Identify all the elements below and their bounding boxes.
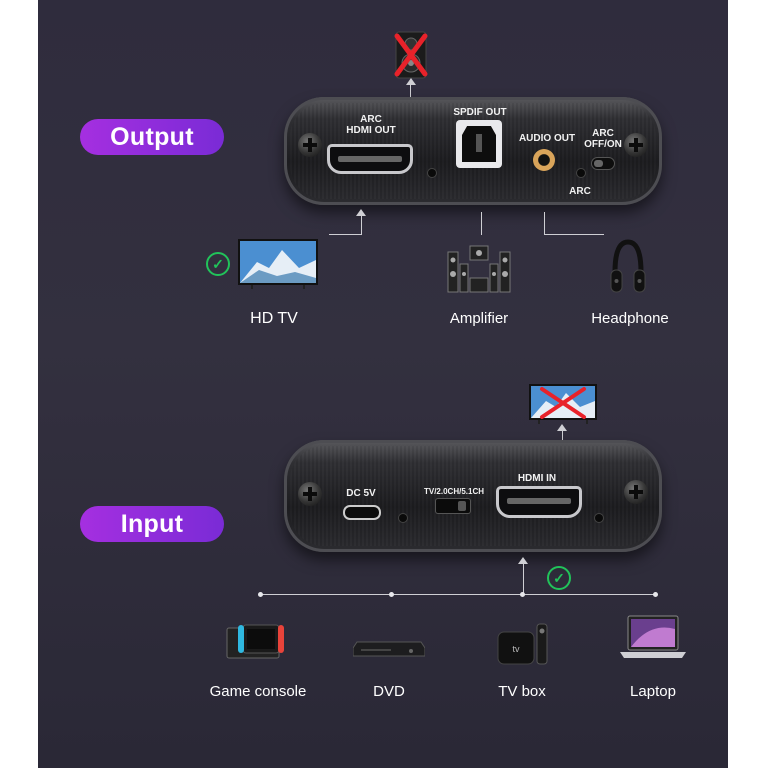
hdmi-in-label: HDMI IN xyxy=(517,473,557,484)
check-icon: ✓ xyxy=(206,252,230,276)
screw-icon xyxy=(624,480,648,504)
svg-text:tv: tv xyxy=(512,644,520,654)
arc-hdmi-out-label: ARC HDMI OUT xyxy=(346,114,396,136)
dc-5v-label: DC 5V xyxy=(346,488,376,499)
output-target-label: HD TV xyxy=(250,310,298,327)
laptop-icon xyxy=(620,614,686,660)
hd-tv-icon xyxy=(237,238,319,290)
input-device-panel: DC 5V TV/2.0CH/5.1CH HDMI IN xyxy=(284,440,662,552)
hdmi-in-port xyxy=(496,486,582,518)
mode-slide-switch[interactable] xyxy=(436,499,470,513)
headphone-icon xyxy=(610,238,646,296)
check-icon: ✓ xyxy=(547,566,571,590)
input-source-label: Game console xyxy=(209,683,307,700)
output-target-label: Amplifier xyxy=(449,310,509,327)
game-console-icon xyxy=(225,622,291,662)
arc-led xyxy=(577,169,585,177)
hdmi-out-port xyxy=(327,144,413,174)
screw-icon xyxy=(624,133,648,157)
indicator-hole xyxy=(428,169,436,177)
amplifier-icon xyxy=(446,244,512,294)
usb-c-power-port xyxy=(343,505,381,520)
spdif-optical-port xyxy=(456,120,502,168)
input-section-label: Input xyxy=(80,506,224,542)
arc-toggle-switch[interactable] xyxy=(592,158,614,169)
indicator-hole xyxy=(399,514,407,522)
input-source-label: DVD xyxy=(373,683,405,700)
output-target-label: Headphone xyxy=(591,310,669,327)
input-source-label: Laptop xyxy=(630,683,676,700)
speaker-unsupported-icon xyxy=(394,30,428,80)
output-section-label: Output xyxy=(80,119,224,155)
output-device-panel: ARC HDMI OUT SPDIF OUT AUDIO OUT ARC ARC… xyxy=(284,97,662,205)
dvd-player-icon xyxy=(352,640,426,658)
arc-led-label: ARC xyxy=(569,186,591,197)
indicator-hole xyxy=(595,514,603,522)
input-source-label: TV box xyxy=(498,683,546,700)
screw-icon xyxy=(298,133,322,157)
product-infographic: Output ARC HDMI OUT SPDIF OUT AUDIO OUT … xyxy=(38,0,728,768)
mode-switch-label: TV/2.0CH/5.1CH xyxy=(423,487,485,496)
tv-box-icon: tv xyxy=(496,622,550,666)
spdif-out-label: SPDIF OUT xyxy=(453,107,507,118)
audio-jack-port xyxy=(533,149,555,171)
tv-unsupported-icon xyxy=(528,383,598,425)
audio-out-label: AUDIO OUT xyxy=(518,133,576,144)
arc-switch-label: ARC OFF/ON xyxy=(584,128,622,150)
screw-icon xyxy=(298,482,322,506)
